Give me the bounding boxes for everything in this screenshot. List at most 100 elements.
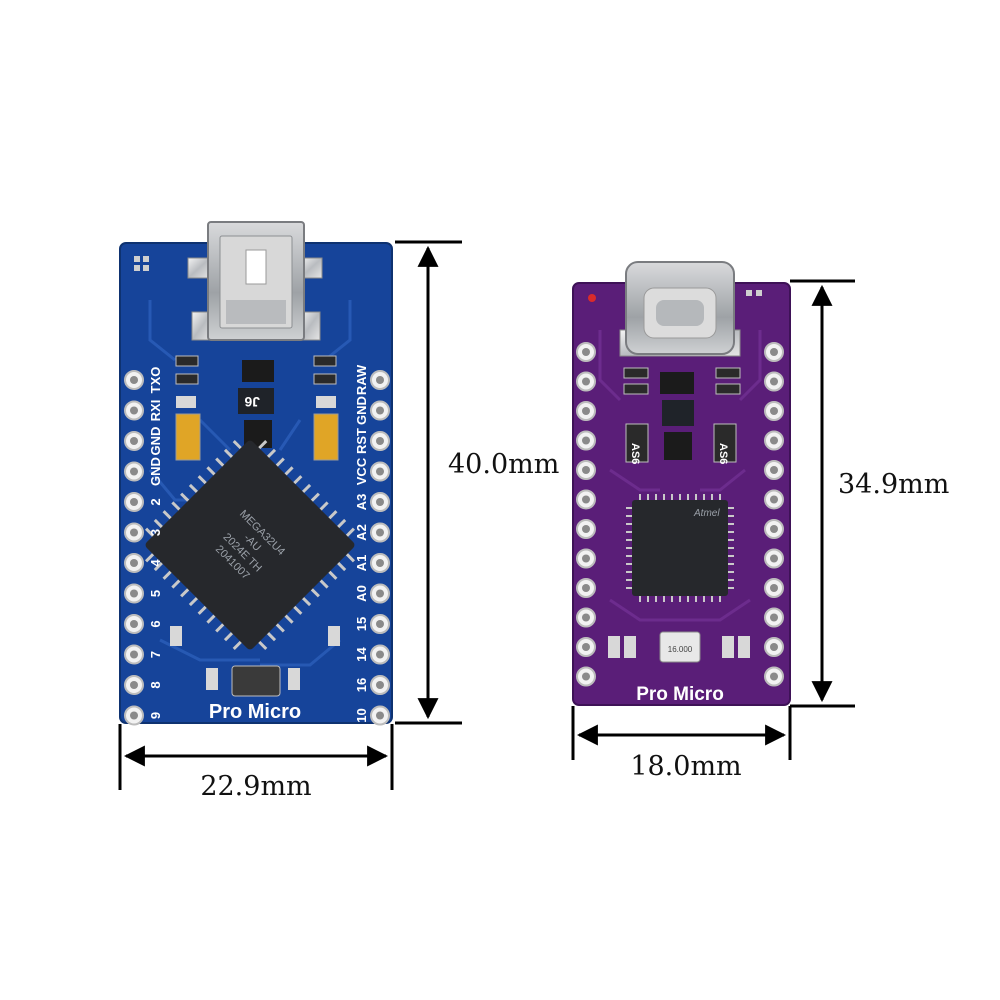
- pin-label: 3: [148, 529, 163, 536]
- pin-label: 8: [148, 681, 163, 688]
- right-pin-hole-center: [770, 348, 778, 356]
- left-chip-pin: [337, 518, 347, 529]
- pro-micro-purple-board: AS6 AS6 Atmel 16.000 Pro Micro: [572, 261, 791, 706]
- left-chip-pin: [319, 501, 329, 511]
- left-pin-hole-center: [376, 681, 384, 689]
- left-chip-pin: [266, 448, 277, 458]
- pin-label: 14: [354, 647, 369, 662]
- left-chip-pin: [275, 623, 285, 633]
- right-ic: [664, 432, 692, 460]
- left-chip-pin: [180, 492, 190, 502]
- left-cap: [206, 668, 218, 690]
- left-chip-pin: [232, 640, 242, 651]
- left-chip-pin: [162, 510, 172, 520]
- right-resistor: [715, 383, 741, 395]
- left-pin-hole-center: [130, 650, 138, 659]
- right-pin-hole-center: [770, 613, 778, 622]
- right-side-mark: AS6: [629, 443, 641, 464]
- left-chip-pin: [197, 605, 207, 615]
- right-width-label: 18.0mm: [630, 751, 741, 782]
- left-chip-pin: [215, 457, 225, 467]
- right-pin-holes-right: [764, 342, 784, 687]
- right-pad-marker: [756, 290, 762, 296]
- left-resistor: [176, 396, 196, 408]
- left-chip-pin: [206, 614, 216, 624]
- left-chip-pin: [180, 588, 190, 598]
- right-cap: [624, 636, 636, 658]
- right-pin-hole-center: [582, 377, 590, 386]
- right-regulator: [660, 372, 694, 394]
- left-pin-hole-center: [130, 437, 138, 445]
- left-chip-pin: [206, 466, 216, 476]
- left-chip-pin: [258, 439, 268, 450]
- right-pin-hole-center: [582, 348, 590, 356]
- left-height-label: 40.0mm: [448, 449, 559, 480]
- left-chip-pin: [266, 632, 277, 642]
- right-led: [588, 294, 596, 302]
- right-chip-logo: Atmel: [693, 508, 720, 519]
- left-pin-hole-center: [376, 467, 384, 476]
- right-pin-hole-center: [770, 407, 778, 415]
- left-chip-pin: [153, 561, 163, 572]
- left-pin-hole-center: [130, 589, 138, 598]
- right-pin-hole-center: [582, 672, 590, 681]
- right-height-label: 34.9mm: [838, 469, 949, 500]
- right-mcu-chip: Atmel: [626, 494, 734, 602]
- left-chip-pin: [284, 614, 294, 624]
- left-chip-pin: [171, 501, 181, 511]
- left-chip-pin: [171, 579, 181, 589]
- dimension-left-width: 22.9mm: [118, 724, 394, 802]
- left-pin-hole-center: [376, 711, 384, 720]
- right-crystal-text: 16.000: [668, 645, 693, 654]
- left-chip-pin: [301, 596, 312, 607]
- left-chip-pin: [223, 448, 234, 458]
- right-cap: [738, 636, 750, 658]
- pin-label: 4: [148, 559, 163, 567]
- right-resistor: [623, 383, 649, 395]
- right-pin-hole-center: [582, 525, 590, 533]
- pin-label: 6: [148, 620, 163, 627]
- left-pin-hole-center: [130, 711, 138, 720]
- pin-label: 7: [148, 651, 163, 658]
- pin-label: 2: [148, 498, 163, 505]
- pin-label: GND: [148, 427, 163, 456]
- left-pin-hole-center: [130, 498, 138, 506]
- dimension-right-width: 18.0mm: [571, 706, 792, 782]
- right-board-label: Pro Micro: [636, 684, 724, 705]
- left-chip-pin: [258, 640, 268, 651]
- left-tantalum-capacitor: [175, 413, 201, 461]
- left-pin-hole-center: [376, 650, 384, 659]
- pin-label: GND: [354, 396, 369, 425]
- dimension-left-height: 40.0mm: [395, 240, 559, 725]
- left-pin-hole-center: [130, 528, 138, 537]
- left-board-label: Pro Micro: [209, 701, 301, 723]
- left-chip-pin: [232, 439, 242, 450]
- left-chip-pin: [301, 483, 312, 494]
- left-chip-pin: [310, 492, 320, 502]
- left-chip-pin: [153, 518, 163, 529]
- right-pin-hole-center: [770, 584, 778, 592]
- left-pin-hole-center: [376, 589, 384, 598]
- pin-label: GND: [148, 457, 163, 486]
- left-pad-marker: [134, 265, 140, 271]
- left-chip-pin: [144, 527, 155, 537]
- pin-label: A3: [354, 494, 369, 511]
- left-chip-pin: [197, 475, 207, 485]
- right-resistor: [623, 367, 649, 379]
- right-traces: [598, 330, 762, 622]
- left-pad-marker: [143, 256, 149, 262]
- left-chip-pin: [293, 605, 303, 615]
- pin-label: 10: [354, 708, 369, 722]
- left-chip-pin: [319, 579, 329, 589]
- pin-label: 5: [148, 590, 163, 597]
- left-resistor: [313, 373, 337, 385]
- pin-label: TXO: [148, 367, 163, 394]
- left-pin-hole-center: [130, 559, 138, 567]
- right-side-mark: AS6: [717, 443, 729, 464]
- left-pin-hole-center: [376, 406, 384, 415]
- right-pin-hole-center: [770, 436, 778, 445]
- left-pin-hole-center: [376, 376, 384, 384]
- left-pin-hole-center: [376, 620, 384, 628]
- right-pin-hole-center: [582, 466, 590, 474]
